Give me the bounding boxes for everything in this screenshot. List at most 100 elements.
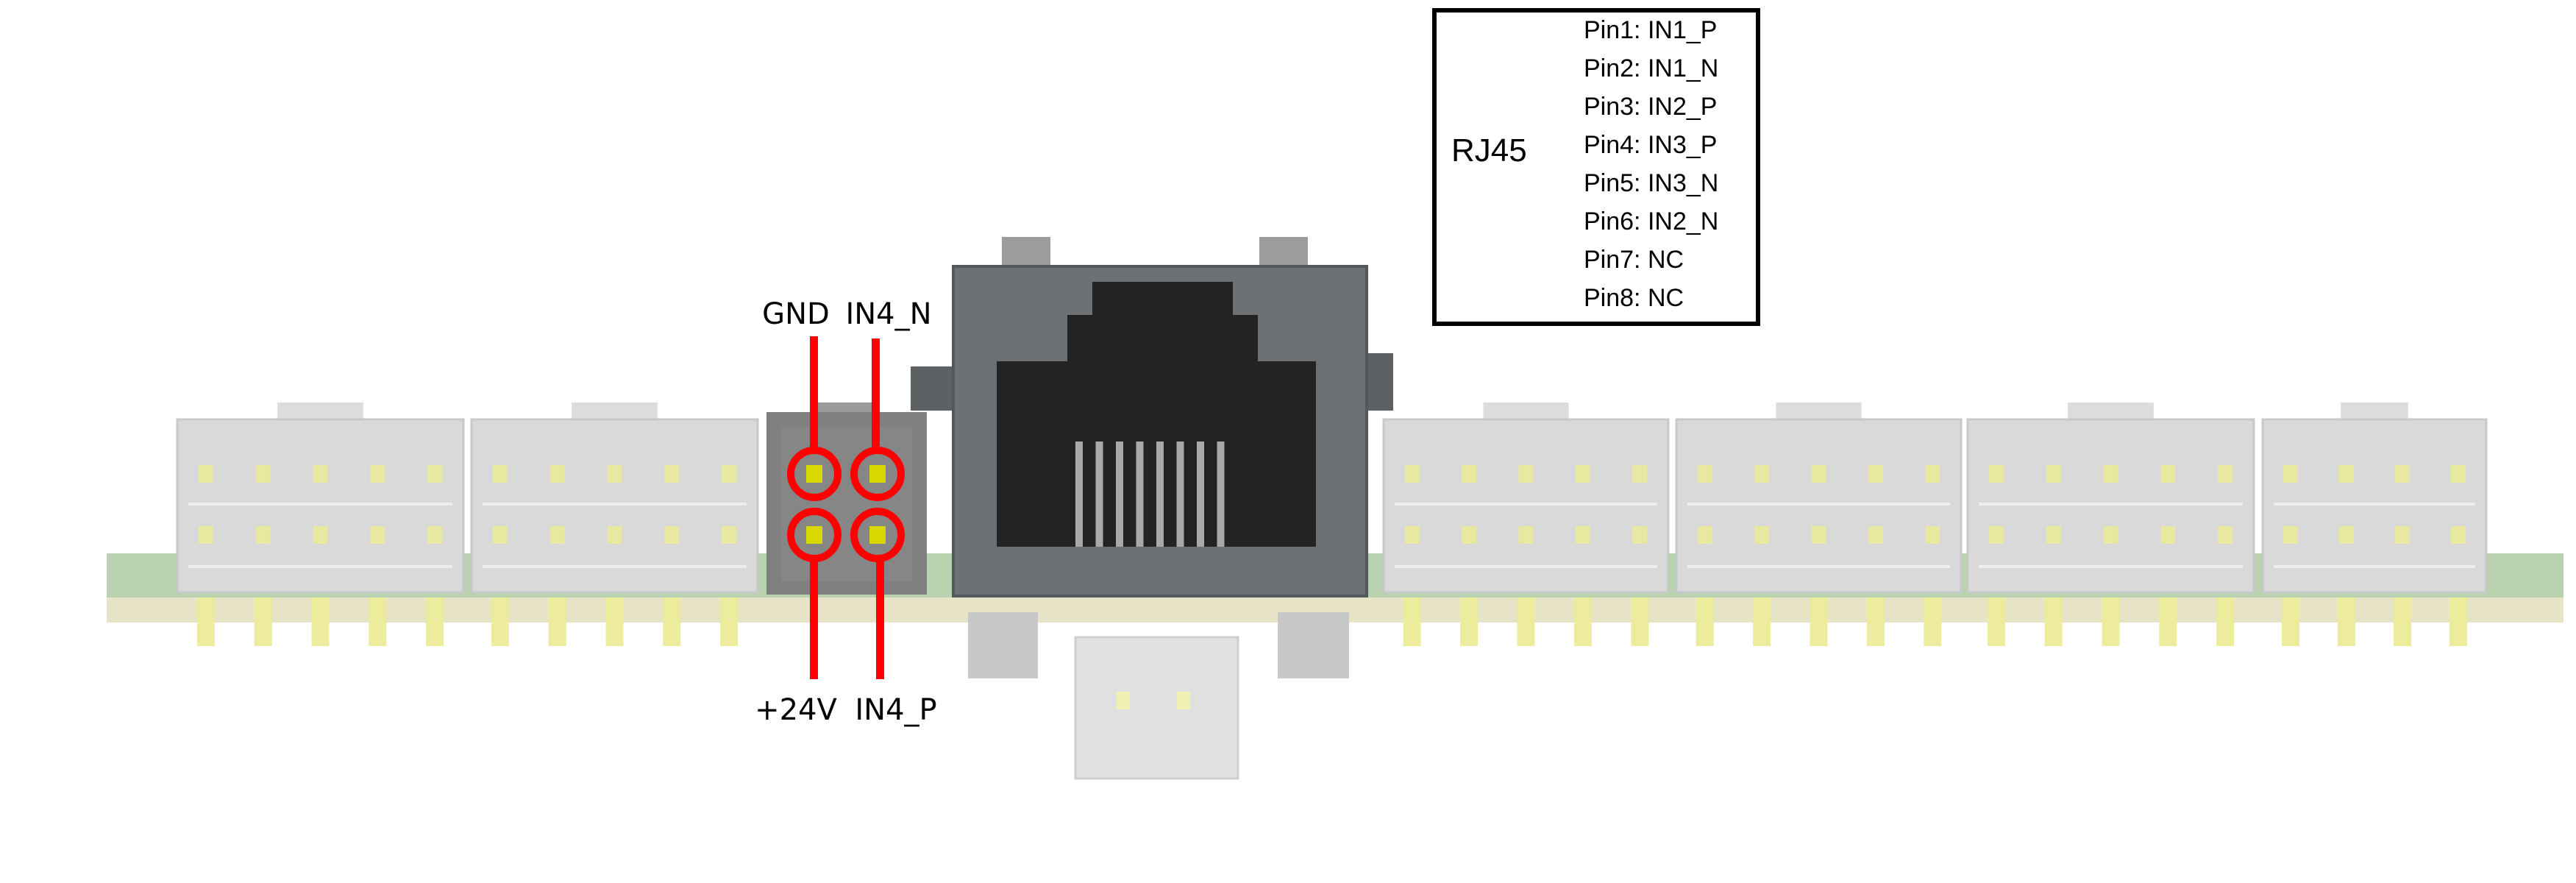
board-pin xyxy=(2449,597,2467,646)
connector-pad xyxy=(492,465,508,483)
bottom-connector xyxy=(1074,636,1239,780)
pin-highlights xyxy=(787,336,905,679)
connector-pad xyxy=(2283,526,2298,544)
label-gnd: GND xyxy=(762,297,830,331)
terminal-connector xyxy=(1382,418,1670,594)
board-pin xyxy=(2102,597,2120,646)
bottom-connector-pad xyxy=(1117,692,1130,709)
highlight-leader-line xyxy=(810,559,818,679)
connector-pad xyxy=(2339,465,2354,483)
connector-pad xyxy=(607,465,622,483)
label-24v: +24V xyxy=(755,693,837,727)
connector-pad xyxy=(313,526,328,544)
connector-pad xyxy=(1697,526,1712,544)
rj45-contact xyxy=(1197,442,1204,547)
terminal-connector xyxy=(1675,418,1963,594)
legend-pin-item: Pin8: NC xyxy=(1584,284,1684,312)
terminal-connector xyxy=(470,418,759,594)
board-pin xyxy=(311,597,330,646)
power-pin-pad xyxy=(806,526,822,544)
rj45-wing-right xyxy=(1367,353,1393,411)
board-pin xyxy=(1810,597,1828,646)
board-pin xyxy=(254,597,272,646)
capacitor-right xyxy=(1278,612,1349,678)
connector-pad xyxy=(1868,526,1883,544)
rj45-contacts xyxy=(1075,442,1225,547)
terminal-connector xyxy=(2261,418,2488,594)
connector-pad xyxy=(664,526,680,544)
bottom-connector-pad xyxy=(1177,692,1190,709)
connector-pad xyxy=(313,465,328,483)
board-pin xyxy=(1753,597,1771,646)
board-pin xyxy=(605,597,624,646)
terminal-connectors xyxy=(176,403,2488,594)
board-pin xyxy=(2216,597,2235,646)
connector-pad xyxy=(1868,465,1883,483)
connector-pad xyxy=(2395,465,2410,483)
connector-pad xyxy=(2160,526,2176,544)
legend-pin-item: Pin1: IN1_P xyxy=(1584,16,1717,44)
connector-pad xyxy=(1462,465,1477,483)
connector-pad xyxy=(2339,526,2354,544)
highlight-circle xyxy=(850,508,905,562)
highlight-leader-line xyxy=(876,559,884,679)
board-pin xyxy=(1866,597,1885,646)
connector-pad xyxy=(2218,526,2233,544)
rj45-contact xyxy=(1095,442,1103,547)
connector-pad xyxy=(370,465,385,483)
board-pins xyxy=(196,597,2467,646)
connector-pad xyxy=(1575,465,1590,483)
board-pin xyxy=(1924,597,1942,646)
rj45-contact xyxy=(1116,442,1123,547)
highlight-leader-line xyxy=(810,336,818,450)
connector-pad xyxy=(492,526,508,544)
legend-pin-item: Pin6: IN2_N xyxy=(1584,208,1718,235)
connector-pad xyxy=(1754,526,1770,544)
rj45-contact xyxy=(1217,442,1225,547)
connector-pad xyxy=(370,526,385,544)
connector-pad xyxy=(549,465,565,483)
connector-pad xyxy=(198,526,213,544)
legend-pin-item: Pin2: IN1_N xyxy=(1584,54,1718,82)
board-pin xyxy=(663,597,681,646)
board-pin xyxy=(196,597,215,646)
power-pin-pad xyxy=(806,465,822,483)
connector-pad xyxy=(255,465,271,483)
board-pin xyxy=(1631,597,1649,646)
highlight-circle xyxy=(787,508,842,562)
terminal-connector xyxy=(176,418,465,594)
label-in4-n: IN4_N xyxy=(845,297,931,331)
board-pin xyxy=(1573,597,1592,646)
connector-pad xyxy=(2218,465,2233,483)
capacitor-left xyxy=(968,612,1038,678)
board-pin xyxy=(720,597,739,646)
connector-pad xyxy=(1462,526,1477,544)
legend-box xyxy=(1432,8,1760,326)
connector-pad xyxy=(607,526,622,544)
connector-pad xyxy=(2103,465,2118,483)
connector-pad xyxy=(549,526,565,544)
connector-pad xyxy=(2046,465,2061,483)
connector-pad xyxy=(255,526,271,544)
legend-pin-item: Pin7: NC xyxy=(1584,246,1684,274)
connector-pad xyxy=(1811,526,1826,544)
power-pin-pad xyxy=(869,526,886,544)
board-pin xyxy=(1403,597,1421,646)
rj45-wing-left xyxy=(911,366,955,411)
connector-pad xyxy=(1404,465,1420,483)
connector-pad xyxy=(2283,465,2298,483)
connector-pad xyxy=(1988,526,2004,544)
board-pin xyxy=(1696,597,1714,646)
board-pin xyxy=(1517,597,1535,646)
legend-title: RJ45 xyxy=(1451,132,1527,169)
connector-pad xyxy=(1988,465,2004,483)
connector-pad xyxy=(1697,465,1712,483)
board-pin xyxy=(426,597,444,646)
connector-pad xyxy=(2046,526,2061,544)
connector-pad xyxy=(2103,526,2118,544)
power-pin-pad xyxy=(869,465,886,483)
connector-pad xyxy=(722,526,737,544)
board-pin xyxy=(369,597,387,646)
terminal-connector xyxy=(1966,418,2255,594)
